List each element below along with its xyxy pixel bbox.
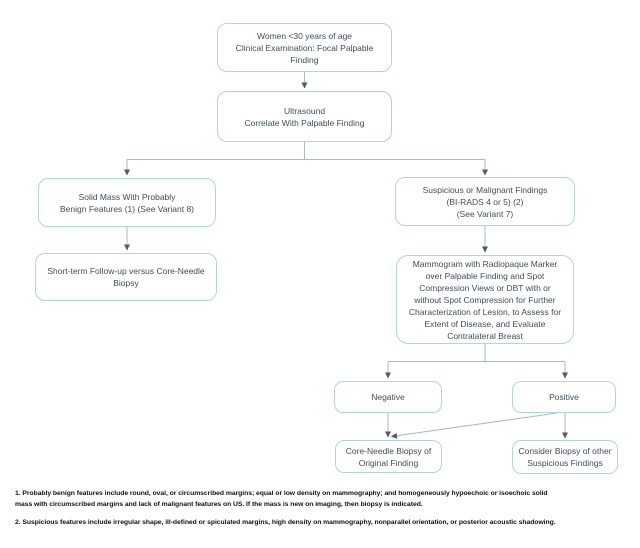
node-solid-mass-label: Solid Mass With Probably Benign Features…	[59, 191, 195, 214]
edge-positive-to-core-needle-diagonal	[391, 412, 558, 439]
node-positive: Positive	[512, 381, 616, 413]
node-short-term-followup: Short-term Follow-up versus Core-Needle …	[35, 253, 217, 301]
footnote-2: 2. Suspicious features include irregular…	[15, 519, 556, 526]
node-consider-biopsy-label: Consider Biopsy of other Suspicious Find…	[518, 446, 612, 468]
footnote-1: 1. Probably benign features include roun…	[15, 490, 548, 508]
node-start-label: Women <30 years of age Clinical Examinat…	[235, 30, 374, 65]
node-positive-label: Positive	[549, 392, 579, 402]
node-core-needle-biopsy-label: Core-Needle Biopsy of Original Finding	[345, 445, 432, 468]
node-solid-mass: Solid Mass With Probably Benign Features…	[38, 178, 216, 227]
node-mammogram: Mammogram with Radiopaque Marker over Pa…	[396, 255, 574, 344]
node-short-term-followup-label: Short-term Follow-up versus Core-Needle …	[47, 266, 205, 288]
node-negative-label: Negative	[371, 392, 405, 402]
node-consider-biopsy: Consider Biopsy of other Suspicious Find…	[512, 440, 618, 474]
node-core-needle-biopsy: Core-Needle Biopsy of Original Finding	[335, 440, 442, 473]
node-suspicious-findings-label: Suspicious or Malignant Findings (BI-RAD…	[422, 184, 548, 219]
node-ultrasound: Ultrasound Correlate With Palpable Findi…	[217, 91, 392, 142]
node-ultrasound-label: Ultrasound Correlate With Palpable Findi…	[244, 105, 365, 128]
node-suspicious-findings: Suspicious or Malignant Findings (BI-RAD…	[395, 177, 575, 226]
node-negative: Negative	[334, 381, 442, 413]
node-mammogram-label: Mammogram with Radiopaque Marker over Pa…	[408, 258, 562, 341]
node-start: Women <30 years of age Clinical Examinat…	[217, 23, 392, 72]
